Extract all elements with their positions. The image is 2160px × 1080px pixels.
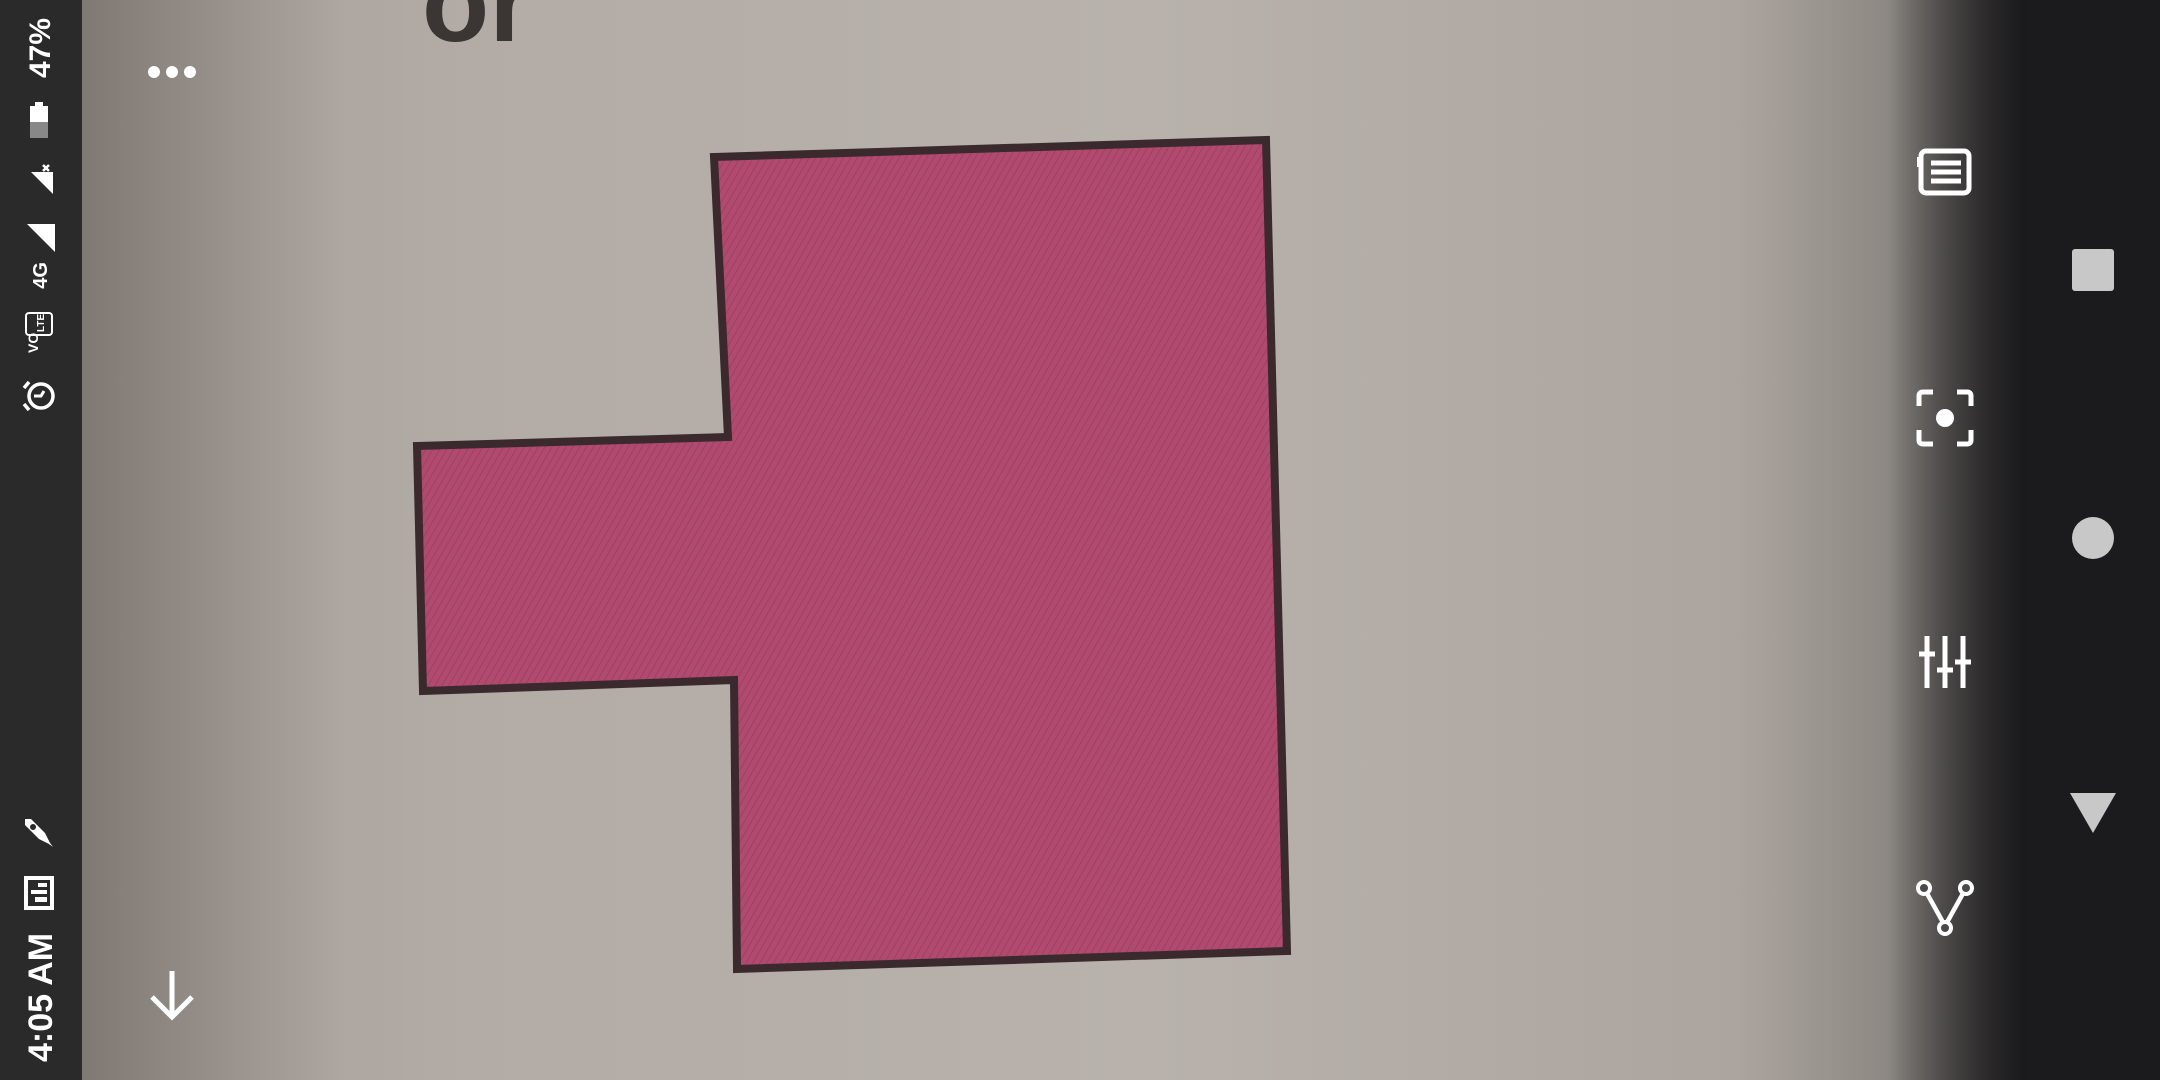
signal-no-service-icon xyxy=(21,162,62,198)
collapse-button[interactable] xyxy=(132,955,212,1035)
lens-tool-rail xyxy=(1890,0,2000,1080)
recents-button[interactable] xyxy=(2053,230,2133,310)
lens-search-button[interactable] xyxy=(1905,378,1985,458)
back-button[interactable] xyxy=(2053,772,2133,852)
paper-text-fragment: or xyxy=(422,0,532,65)
more-options-button[interactable] xyxy=(132,50,212,94)
arrow-down-icon xyxy=(150,971,194,1021)
svg-text:VO: VO xyxy=(25,332,41,352)
home-button[interactable] xyxy=(2053,498,2133,578)
back-triangle-icon xyxy=(2070,793,2116,833)
recents-square-icon xyxy=(2072,249,2114,291)
navigation-bar xyxy=(2026,0,2160,1080)
status-time: 4:05 AM xyxy=(21,932,60,1062)
status-bar: 4:05 AM xyxy=(0,0,82,1080)
graph-share-icon xyxy=(1916,880,1974,936)
text-select-icon xyxy=(1917,148,1972,196)
camera-viewfinder[interactable]: or xyxy=(82,0,2026,1080)
svg-text:LTE: LTE xyxy=(36,313,47,331)
share-button[interactable] xyxy=(1905,868,1985,948)
lens-search-icon xyxy=(1916,389,1974,447)
battery-icon xyxy=(27,100,56,140)
magenta-shape xyxy=(412,135,1292,974)
volte-icon: VO LTE xyxy=(21,311,62,355)
sliders-icon xyxy=(1919,636,1971,688)
news-widget-icon xyxy=(21,875,62,911)
alarm-icon xyxy=(20,377,63,415)
text-mode-button[interactable] xyxy=(1905,132,1985,212)
battery-percent: 47% xyxy=(24,18,57,79)
viewfinder-shadow xyxy=(82,0,342,1080)
rocket-icon xyxy=(19,813,64,853)
home-circle-icon xyxy=(2072,517,2114,559)
network-label: 4G xyxy=(29,262,52,289)
more-horizontal-icon xyxy=(148,66,196,78)
filters-button[interactable] xyxy=(1905,622,1985,702)
signal-4g-icon: 4G xyxy=(23,220,59,289)
